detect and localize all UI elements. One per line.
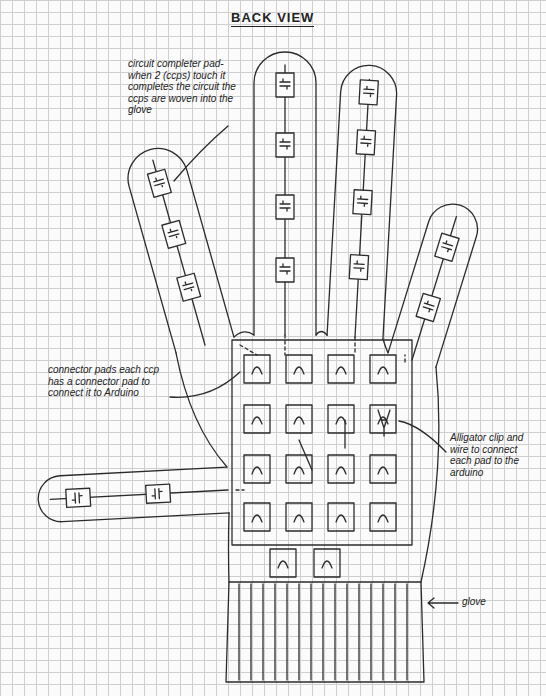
- connector-pad: [286, 503, 312, 531]
- circuit-pad: [276, 73, 294, 97]
- circuit-pad: [162, 220, 186, 248]
- connector-pad: [370, 355, 396, 383]
- finger: [254, 52, 316, 335]
- finger-web: [234, 332, 388, 354]
- finger-outline: [327, 64, 398, 339]
- connector-pad: [244, 455, 270, 483]
- circuit-pad: [177, 273, 201, 301]
- palm-outline: [176, 353, 439, 582]
- circuit-pad: [416, 293, 440, 321]
- connector-pad: [314, 549, 340, 577]
- finger: [388, 198, 484, 368]
- connector-pad: [370, 405, 396, 433]
- circuit-pad: [66, 488, 91, 507]
- connector-pad: [328, 455, 354, 483]
- glove-cuff: [226, 582, 424, 682]
- circuit-pad: [276, 258, 294, 282]
- finger-outline: [254, 52, 316, 335]
- alligator-clip: [378, 410, 390, 436]
- connector-pad: [328, 503, 354, 531]
- connector-pad: [370, 455, 396, 483]
- circuit-pad: [276, 133, 294, 157]
- connector-pad: [370, 503, 396, 531]
- circuit-pad: [276, 195, 294, 219]
- circuit-pad: [356, 130, 375, 155]
- circuit-pad: [349, 255, 368, 280]
- circuit-pad: [359, 80, 378, 105]
- wire: [299, 420, 345, 470]
- connector-panel: [232, 340, 412, 545]
- connector-pad: [286, 355, 312, 383]
- connector-pad: [328, 355, 354, 383]
- connector-pad: [328, 405, 354, 433]
- leader-line: [170, 372, 240, 397]
- connector-pad: [270, 549, 296, 577]
- finger-outline: [121, 141, 234, 353]
- view-title: BACK VIEW: [231, 10, 314, 27]
- circuit-pad: [146, 484, 171, 503]
- leader-line: [399, 421, 446, 452]
- finger-outline: [37, 467, 229, 523]
- connector-pad: [286, 455, 312, 483]
- thumb: [37, 467, 229, 523]
- callout-note: glove: [462, 596, 522, 608]
- callout-note: connector pads each ccp has a connector …: [48, 364, 170, 399]
- connector-pad: [286, 405, 312, 433]
- connector-pad: [244, 405, 270, 433]
- finger: [327, 64, 398, 339]
- connector-pad: [244, 503, 270, 531]
- finger-outline: [388, 198, 484, 368]
- callout-note: circuit completer pad- when 2 (ccps) tou…: [128, 58, 246, 116]
- pointer-arrow: [428, 598, 458, 608]
- cuff-ribbing: [239, 584, 407, 680]
- circuit-pad: [353, 190, 372, 215]
- wire: [236, 335, 405, 490]
- leader-line: [174, 126, 228, 181]
- circuit-pad: [147, 169, 171, 197]
- finger: [121, 141, 234, 353]
- circuit-pad: [435, 233, 459, 261]
- connector-pad: [244, 355, 270, 383]
- callout-note: Alligator clip and wire to connect each …: [450, 432, 538, 478]
